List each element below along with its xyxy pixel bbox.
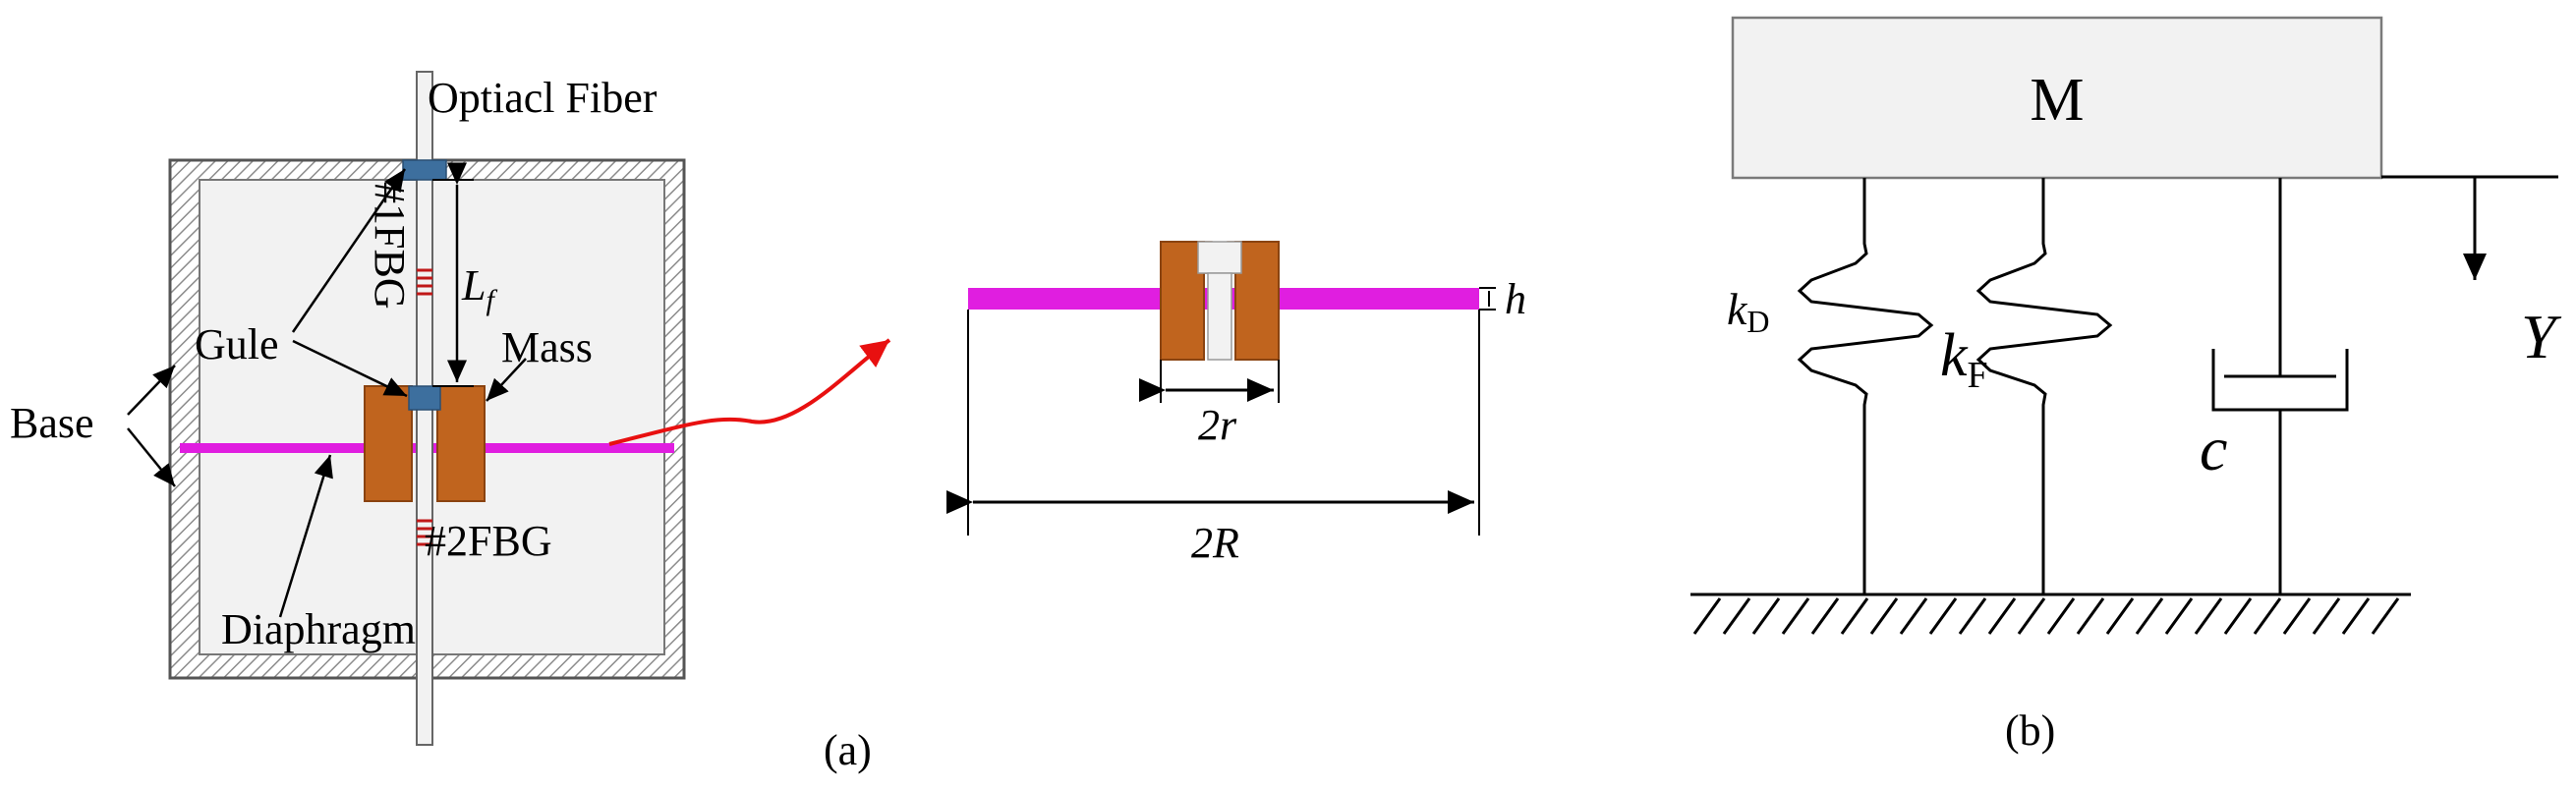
- kd-sub: D: [1746, 304, 1769, 339]
- mass-right: [436, 385, 486, 502]
- fbg2-label: #2FBG: [425, 517, 552, 565]
- h-label: h: [1505, 275, 1526, 323]
- damper-c: [2211, 178, 2349, 594]
- diaphragm-label: Diaphragm: [221, 605, 416, 653]
- lumped-mass: [1731, 16, 2383, 180]
- glue-mass: [408, 385, 441, 411]
- glue-label: Gule: [195, 320, 279, 368]
- base-leader-bottom: [127, 427, 176, 487]
- diaphragm-detail: h 2r 2R: [946, 241, 1526, 567]
- mass-label: Mass: [501, 323, 593, 371]
- panel-a-caption: (a): [824, 726, 872, 774]
- two-R-label: 2R: [1191, 519, 1239, 567]
- detail-mass-right: [1234, 241, 1280, 361]
- mass-m-label: M: [2030, 67, 2084, 134]
- kd-main: k: [1727, 284, 1748, 334]
- base-leader-top: [127, 365, 176, 416]
- detail-mass-left: [1160, 241, 1205, 361]
- glue-leader-top: [291, 168, 407, 333]
- mass-left: [364, 385, 413, 502]
- lf-label: Lf: [461, 261, 497, 316]
- two-r-label: 2r: [1198, 401, 1237, 449]
- panel-b-caption: (b): [2005, 706, 2055, 755]
- spring-kf: [1975, 178, 2113, 594]
- fbg1-grating: [417, 268, 432, 296]
- detail-bore-cap: [1197, 241, 1242, 274]
- glue-leader-mass: [292, 339, 408, 398]
- kf-main: k: [1940, 322, 1969, 389]
- kd-label: kD: [1727, 284, 1770, 339]
- base-label: Base: [10, 399, 94, 447]
- c-label: c: [2200, 414, 2227, 483]
- mass-leader: [486, 358, 527, 402]
- ground: [1690, 593, 2411, 635]
- kf-label: kF: [1940, 322, 1988, 396]
- detail-bore: [1207, 272, 1232, 361]
- glue-top: [402, 159, 447, 181]
- kf-sub: F: [1968, 355, 1988, 396]
- fbg1-label: #1FBG: [366, 182, 414, 310]
- spring-kd: [1797, 178, 1934, 594]
- fiber-label: Optiacl Fiber: [428, 74, 658, 122]
- y-label: Y: [2521, 302, 2562, 371]
- fbg2-grating: [417, 519, 432, 546]
- lf-main: L: [461, 261, 486, 310]
- panel-a: Optiacl Fiber #1FBG Lf Gule Mass Base #2…: [10, 71, 1526, 774]
- detail-pointer-arrow: [608, 338, 891, 446]
- panel-b: M Y kD kF c: [1690, 16, 2562, 755]
- diaphragm-leader: [278, 454, 333, 618]
